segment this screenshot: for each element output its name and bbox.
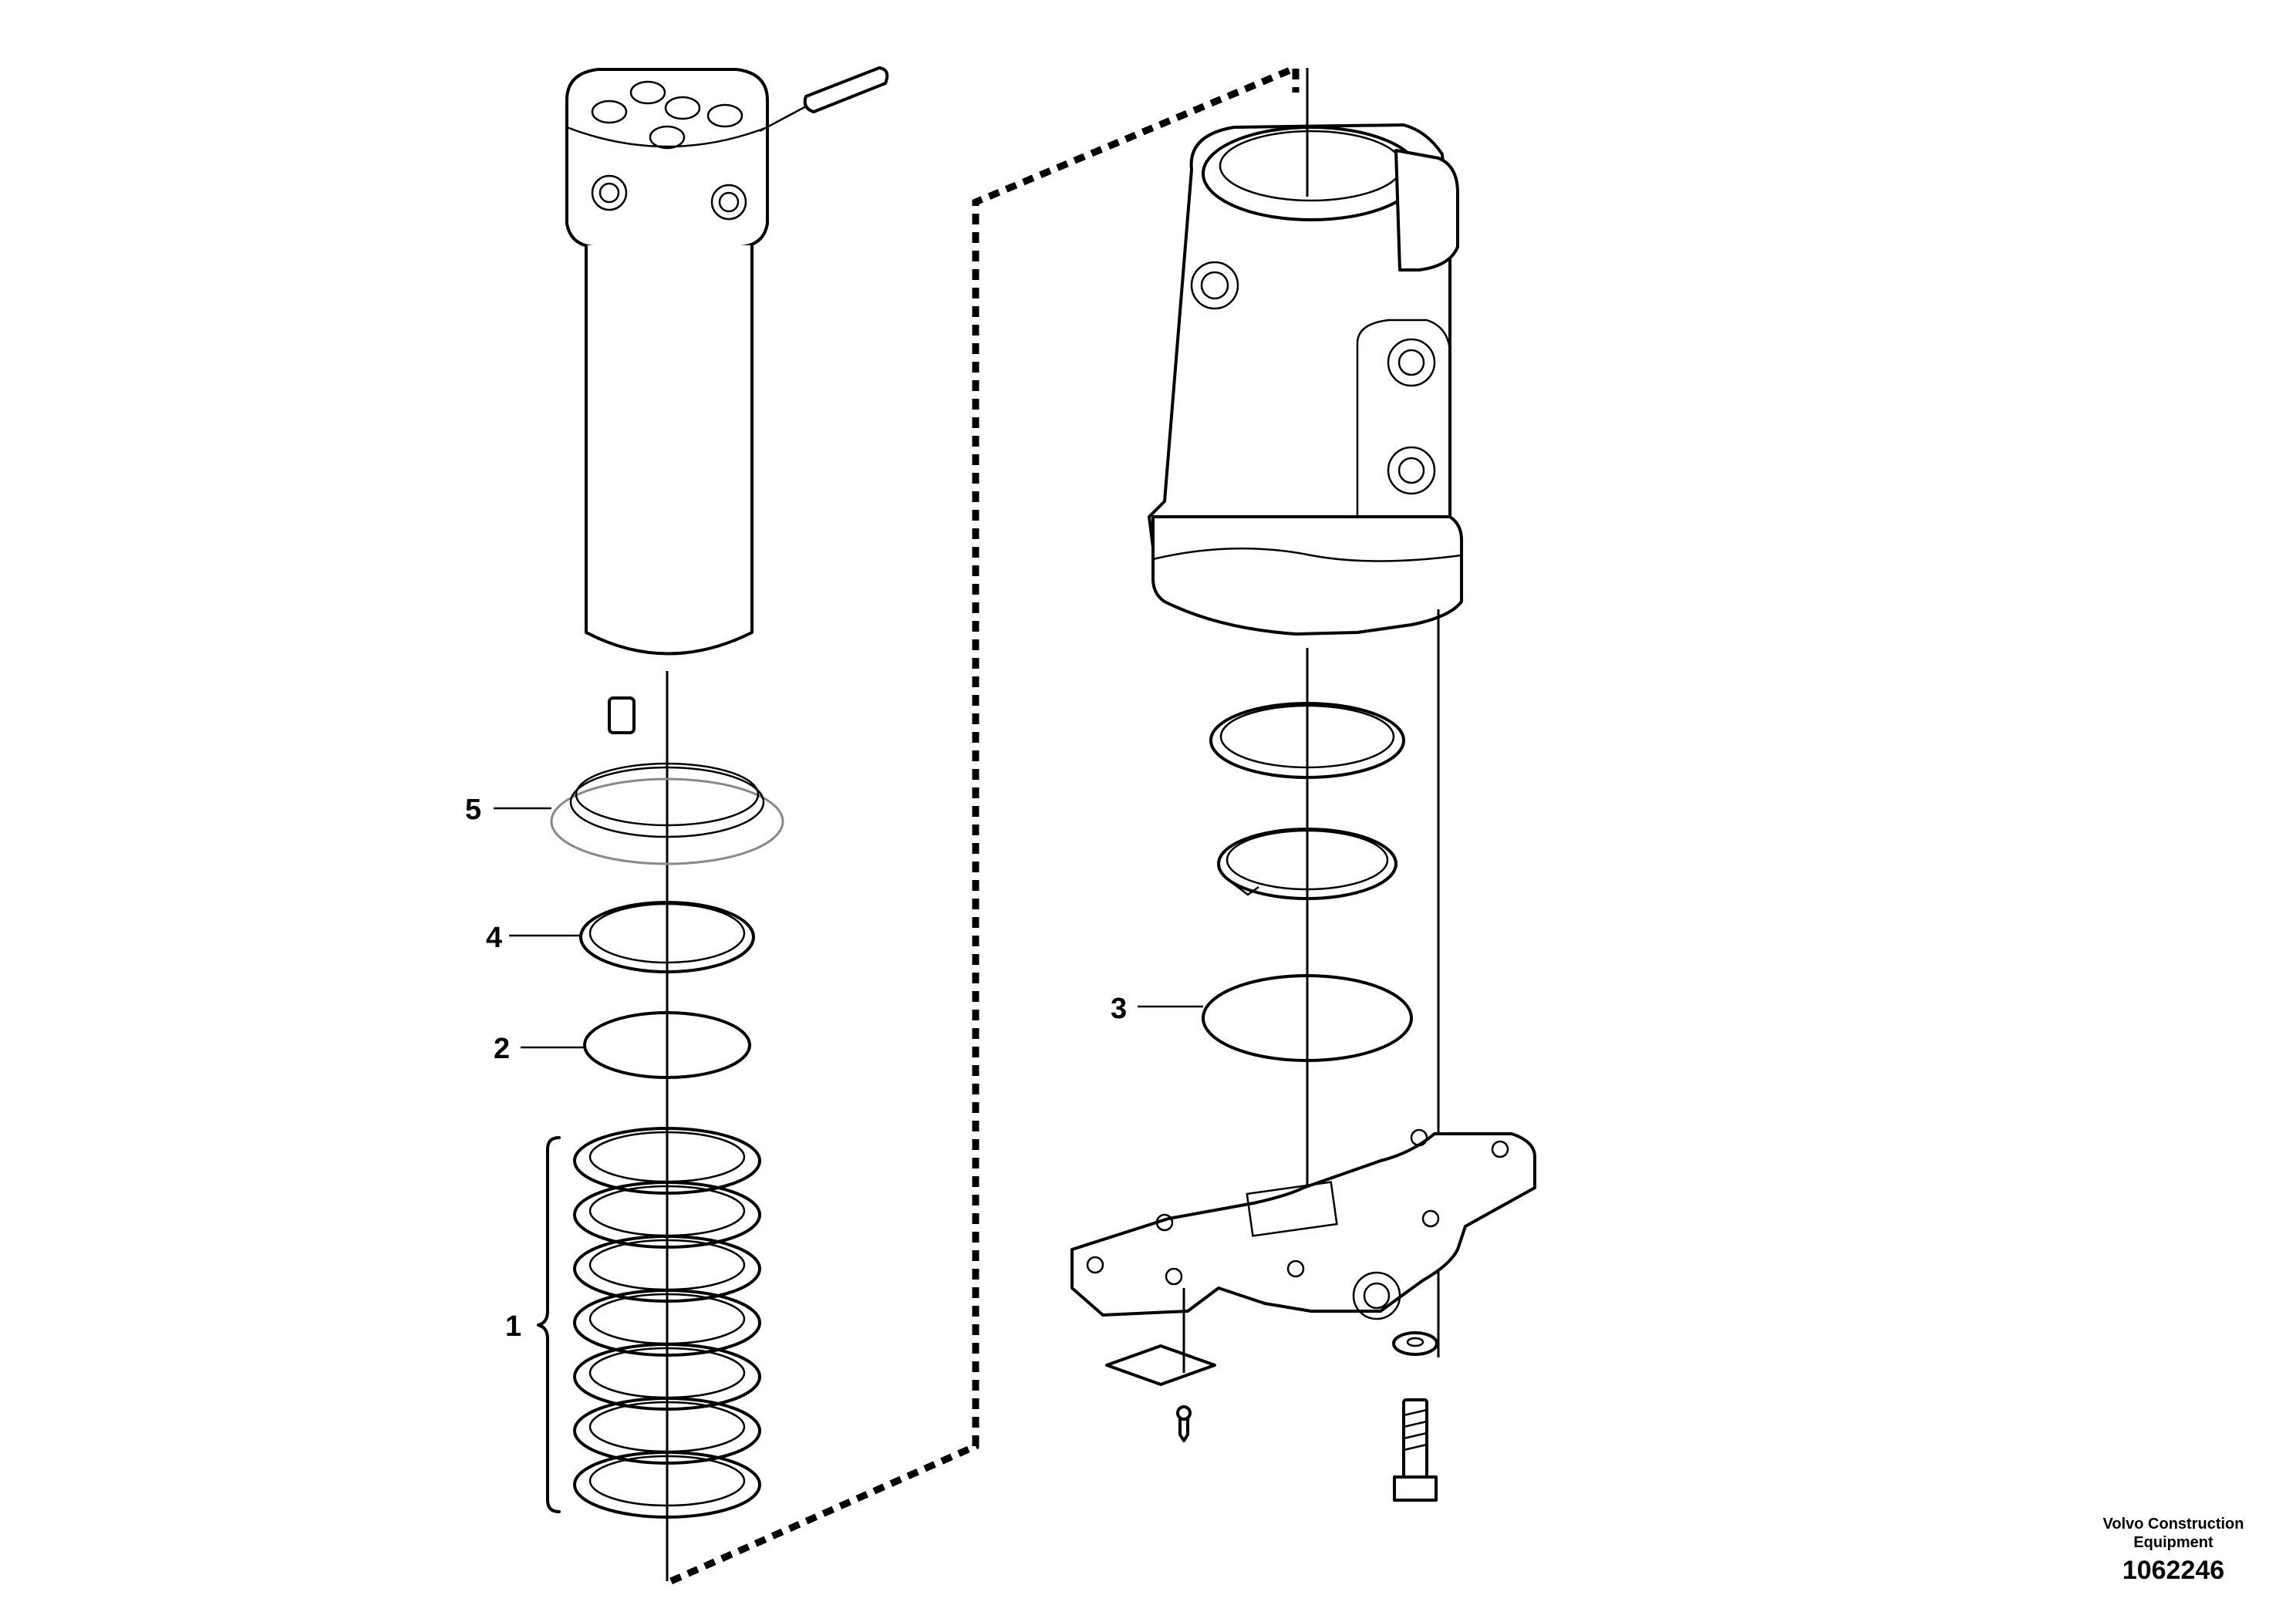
snap-ring <box>1217 828 1397 900</box>
callout-label-3: 3 <box>1111 993 1127 1025</box>
backup-ring-4 <box>579 901 755 973</box>
name-plate <box>1105 1344 1216 1386</box>
callout-label-4: 4 <box>486 922 502 954</box>
washer-icon <box>1392 1331 1438 1356</box>
brand-line-2: Equipment <box>2133 1534 2213 1551</box>
o-ring-3 <box>1202 974 1413 1062</box>
retaining-ring <box>1209 702 1405 779</box>
callout-label-1: 1 <box>505 1310 521 1343</box>
swivel-shaft <box>565 66 889 734</box>
brace-1 <box>537 1136 561 1513</box>
callout-label-2: 2 <box>494 1033 510 1065</box>
callout-label-5: 5 <box>465 794 481 826</box>
set-screw-icon <box>608 696 636 734</box>
pin-icon <box>803 66 889 113</box>
bolt-icon <box>1393 1398 1438 1502</box>
swivel-housing <box>1148 123 1463 636</box>
o-ring-2 <box>583 1011 751 1079</box>
brand-line-1: Volvo Construction <box>2103 1516 2244 1533</box>
dust-seal-5 <box>550 762 784 865</box>
assembly-link-dashed-line <box>669 62 1300 1585</box>
document-number: 1062246 <box>2122 1556 2224 1585</box>
mounting-bracket <box>1070 1128 1536 1320</box>
seal-stack-1 <box>573 1127 761 1519</box>
